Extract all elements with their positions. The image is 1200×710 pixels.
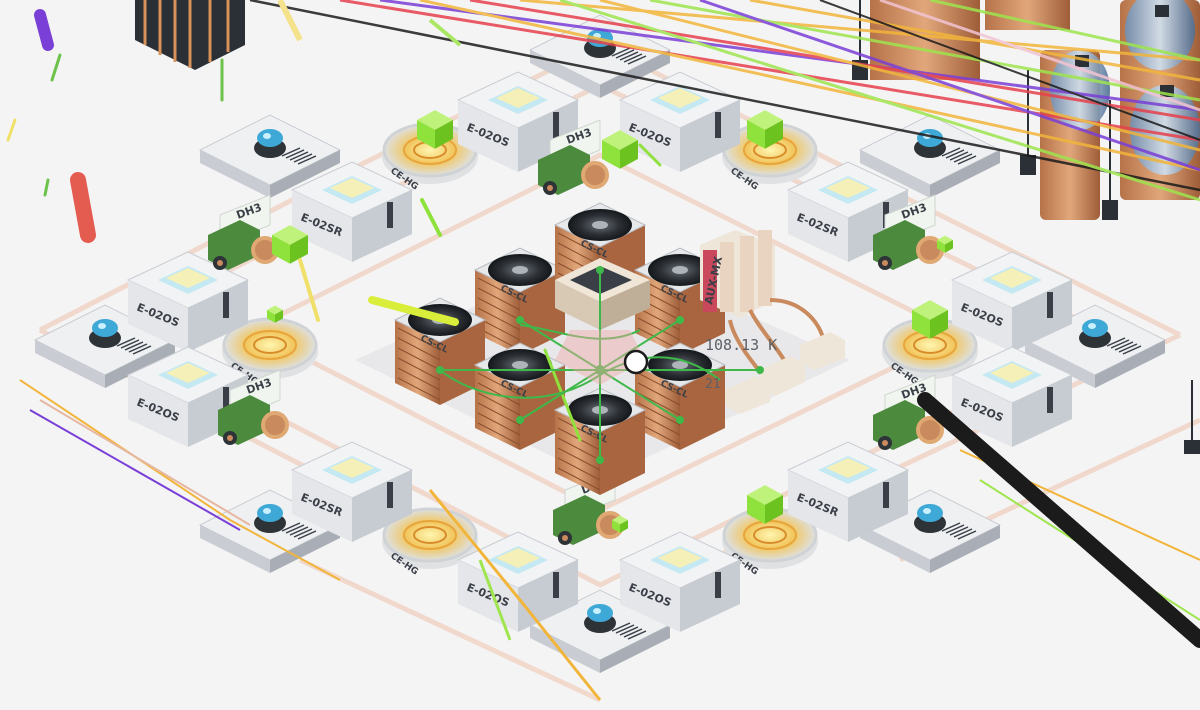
beam-bundle (249, 0, 1200, 202)
green-cube-3[interactable] (272, 225, 308, 264)
resource-cubes[interactable] (267, 110, 953, 533)
pipe-connectors (725, 332, 845, 414)
lens-unit-2[interactable] (858, 114, 1002, 198)
server-unit-12[interactable]: E-02OS (618, 531, 742, 632)
server-unit-11[interactable]: E-02OS (456, 531, 580, 632)
server-unit-4[interactable]: E-02SR (786, 161, 910, 262)
coil-pod-5[interactable]: CE-HG (382, 507, 478, 577)
dh3-unit-2[interactable]: DH3 (208, 194, 279, 270)
coil-pod-6[interactable]: CE-HG (722, 507, 818, 577)
server-unit-9[interactable]: E-02SR (290, 441, 414, 542)
green-cube-2[interactable] (747, 110, 783, 149)
green-cube-9[interactable] (937, 235, 953, 253)
tank-farm[interactable] (852, 0, 1200, 454)
lens-unit-1[interactable] (198, 114, 342, 198)
coil-pod-3[interactable]: CE-HG (222, 317, 318, 387)
dh3-unit-5[interactable]: DH3 (873, 374, 944, 450)
dh3-unit-1[interactable]: DH3 (538, 119, 609, 195)
aux-mx-tower[interactable]: AUX-MX (700, 230, 775, 318)
building-topleft[interactable] (135, 0, 245, 70)
green-cube-4[interactable] (912, 300, 948, 339)
server-unit-6[interactable]: E-02OS (950, 251, 1074, 352)
dh3-unit-3[interactable]: DH3 (218, 369, 289, 445)
readout-main: 108.13 K (705, 336, 777, 354)
green-cube-1[interactable] (417, 110, 453, 149)
green-cube-8[interactable] (612, 515, 628, 533)
cooler-unit-5[interactable]: CS-CL (473, 342, 567, 450)
server-unit-10[interactable]: E-02SR (786, 441, 910, 542)
cooler-unit-1[interactable]: CS-CL (473, 247, 567, 355)
hud-readout: 108.13 K 21 (705, 336, 777, 392)
server-unit-8[interactable]: E-02OS (950, 346, 1074, 447)
readout-sub: 21 (705, 377, 721, 392)
green-cube-5[interactable] (602, 130, 638, 169)
cursor-reticle (623, 349, 649, 375)
server-unit-2[interactable]: E-02OS (618, 71, 742, 172)
debris-particles (6, 9, 662, 442)
green-cube-6[interactable] (267, 305, 283, 323)
selection-overlay[interactable] (436, 266, 764, 464)
dh3-unit-4[interactable]: DH3 (873, 194, 944, 270)
server-unit-1[interactable]: E-02OS (456, 71, 580, 172)
main-cable[interactable] (917, 392, 1200, 648)
green-cube-7[interactable] (747, 485, 783, 524)
